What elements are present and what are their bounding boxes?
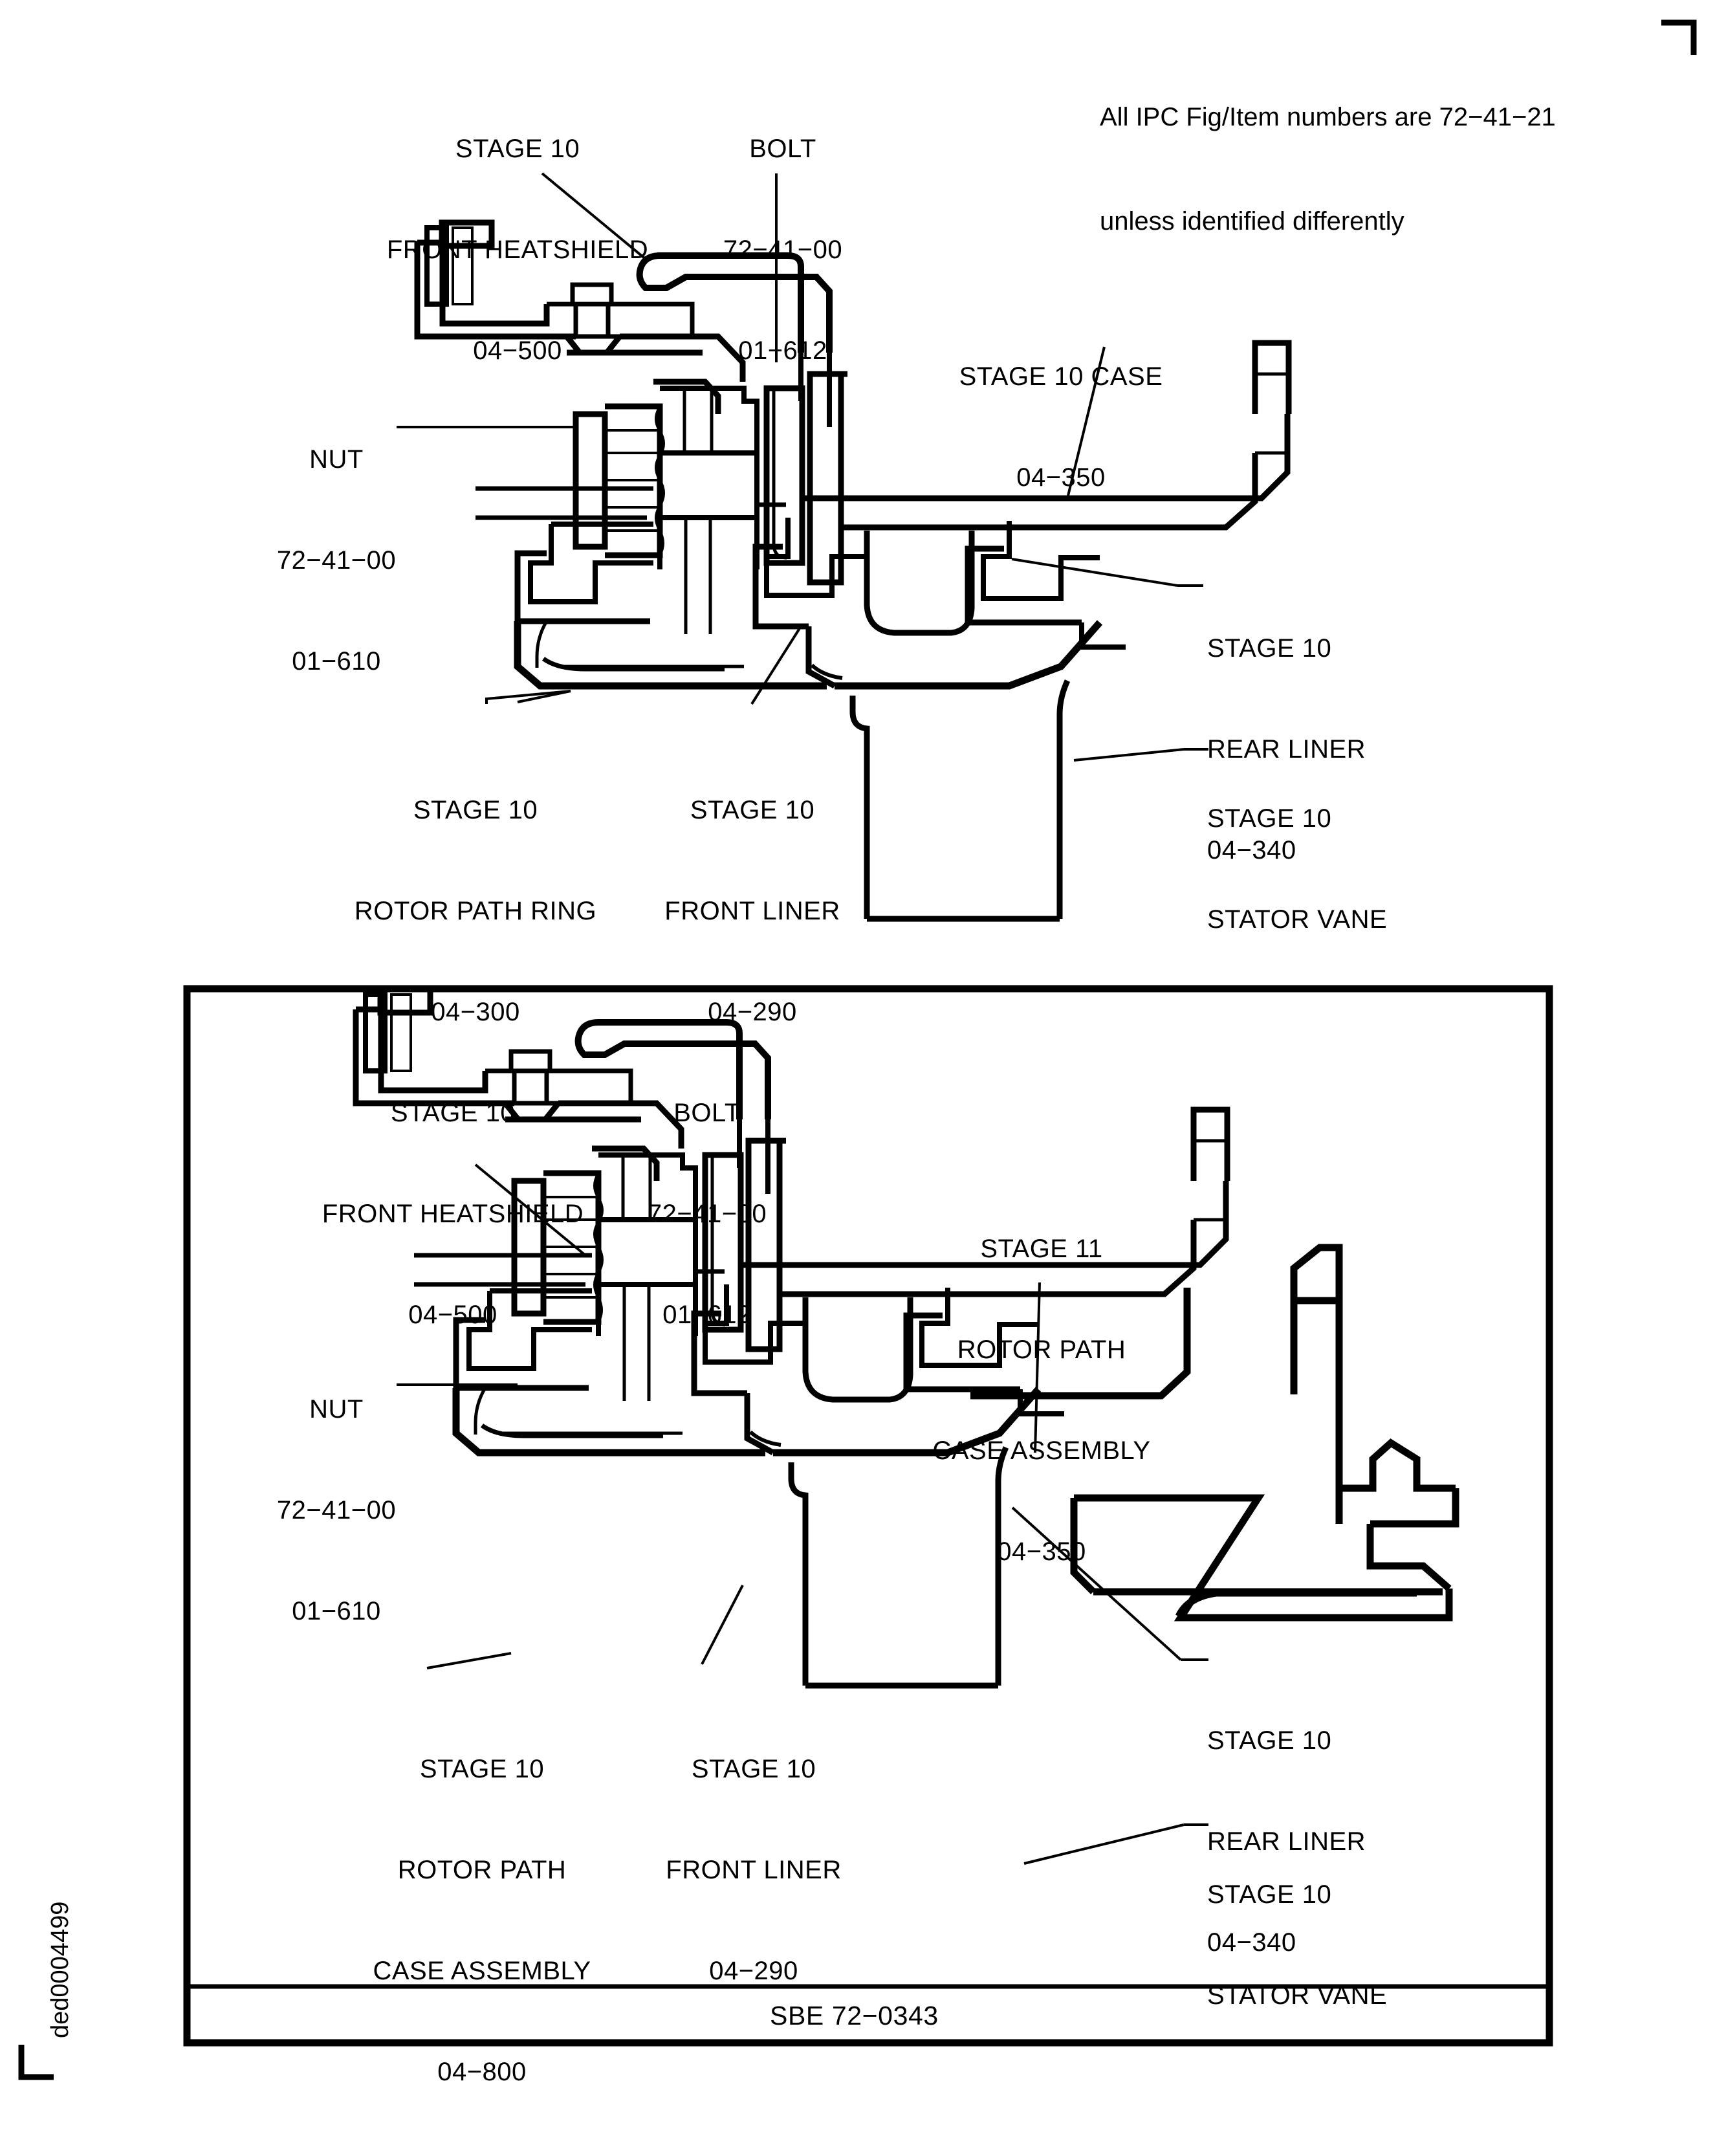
engineering-drawing-canvas bbox=[18, 19, 1697, 2080]
lower-leader-lines bbox=[397, 1163, 1185, 1865]
label-upper-front-heatshield: STAGE 10 FRONT HEATSHIELD 04−500 bbox=[387, 65, 648, 435]
lower-cross-section-artwork bbox=[356, 989, 1459, 1865]
label-line: FRONT HEATSHIELD bbox=[386, 236, 649, 264]
label-line: STAGE 10 bbox=[691, 1755, 816, 1783]
label-line: STAGE 10 bbox=[690, 796, 815, 824]
label-line: STAGE 11 bbox=[980, 1235, 1103, 1263]
label-line: 72−41−00 bbox=[647, 1200, 767, 1228]
label-line: FRONT HEATSHIELD bbox=[322, 1200, 584, 1228]
label-line: ROTOR PATH bbox=[397, 1856, 567, 1884]
label-line: 01−610 bbox=[292, 1597, 381, 1625]
label-line: ROTOR PATH bbox=[957, 1336, 1126, 1364]
label-line: STAGE 10 bbox=[455, 135, 580, 163]
label-line: 04−350 bbox=[997, 1537, 1086, 1566]
label-line: 04−290 bbox=[709, 1957, 798, 1985]
label-upper-rotor-path-ring: STAGE 10 ROTOR PATH RING 04−300 bbox=[355, 726, 596, 1096]
label-line: BOLT bbox=[749, 135, 816, 163]
label-line: 04−500 bbox=[473, 336, 562, 365]
label-lower-front-heatshield: STAGE 10 FRONT HEATSHIELD 04−500 bbox=[322, 1029, 584, 1399]
label-line: 04−800 bbox=[437, 2058, 527, 2086]
label-line: STAGE 10 bbox=[1207, 1880, 1332, 1909]
label-line: STAGE 10 bbox=[1207, 804, 1332, 833]
label-line: STAGE 10 bbox=[1207, 1726, 1332, 1755]
label-upper-rear-liner: STAGE 10 REAR LINER 04−340 bbox=[1207, 564, 1366, 934]
label-line: NUT bbox=[309, 445, 364, 474]
label-line: REAR LINER bbox=[1207, 735, 1366, 764]
stage-11-case-flange bbox=[1290, 1244, 1459, 1592]
label-lower-rear-liner: STAGE 10 REAR LINER 04−340 bbox=[1207, 1656, 1366, 2027]
figure-id: SBE 72−0343 bbox=[770, 2001, 939, 2030]
label-line: FRONT LINER bbox=[664, 897, 840, 925]
label-lower-stator-vane: STAGE 10 STATOR VANE bbox=[1207, 1810, 1387, 2080]
label-line: STAGE 10 bbox=[1207, 634, 1332, 663]
label-lower-front-liner: STAGE 10 FRONT LINER 04−290 bbox=[666, 1685, 841, 2055]
label-line: 04−350 bbox=[1016, 463, 1106, 492]
label-line: BOLT bbox=[673, 1099, 741, 1127]
upper-leader-lines bbox=[397, 172, 1185, 762]
label-line: 01−612 bbox=[738, 336, 827, 365]
margin-drawing-number: ded0004499 bbox=[47, 1901, 74, 2038]
label-line: STAGE 10 bbox=[419, 1755, 545, 1783]
label-upper-stage-10-case: STAGE 10 CASE 04−350 bbox=[959, 292, 1163, 562]
label-line: NUT bbox=[309, 1395, 364, 1424]
label-line: 72−41−00 bbox=[276, 546, 397, 575]
label-line: 04−300 bbox=[431, 998, 520, 1026]
label-line: ROTOR PATH RING bbox=[354, 897, 597, 925]
corner-crop-mark-top-right bbox=[1661, 19, 1697, 55]
label-line: 01−612 bbox=[662, 1301, 752, 1329]
label-line: STATOR VANE bbox=[1207, 1981, 1388, 2010]
drawing-sheet: All IPC Fig/Item numbers are 72−41−21 un… bbox=[18, 19, 1697, 2086]
label-line: 01−610 bbox=[292, 647, 381, 676]
label-line: 04−340 bbox=[1207, 836, 1296, 864]
label-upper-nut: NUT 72−41−00 01−610 bbox=[277, 375, 396, 745]
general-note-line-2: unless identified differently bbox=[1100, 206, 1404, 236]
label-line: 04−500 bbox=[408, 1301, 497, 1329]
label-line: FRONT LINER bbox=[666, 1856, 842, 1884]
general-note-line-1: All IPC Fig/Item numbers are 72−41−21 bbox=[1100, 103, 1556, 132]
label-upper-stator-vane: STAGE 10 STATOR VANE bbox=[1207, 734, 1387, 1004]
label-line: STAGE 10 bbox=[413, 796, 538, 824]
label-lower-bolt: BOLT 72−41−00 01−612 bbox=[648, 1029, 767, 1399]
label-lower-nut: NUT 72−41−00 01−610 bbox=[277, 1325, 396, 1695]
label-line: 04−290 bbox=[708, 998, 797, 1026]
label-lower-stage-11-rotor-path-case-assembly: STAGE 11 ROTOR PATH CASE ASSEMBLY 04−350 bbox=[932, 1165, 1150, 1636]
upper-cross-section-artwork bbox=[397, 172, 1289, 919]
label-line: STAGE 10 bbox=[390, 1099, 516, 1127]
label-lower-rotor-path-case-assembly: STAGE 10 ROTOR PATH CASE ASSEMBLY 04−800 bbox=[373, 1685, 591, 2156]
label-line: STAGE 10 CASE bbox=[959, 362, 1163, 391]
label-line: CASE ASSEMBLY bbox=[932, 1436, 1151, 1465]
stage-11-lower-rail bbox=[1070, 1494, 1453, 1622]
general-note: All IPC Fig/Item numbers are 72−41−21 un… bbox=[1100, 31, 1556, 309]
lower-diagram-frame bbox=[183, 985, 1553, 2047]
label-line: 72−41−00 bbox=[723, 236, 843, 264]
label-upper-front-liner: STAGE 10 FRONT LINER 04−290 bbox=[664, 726, 840, 1096]
label-line: CASE ASSEMBLY bbox=[373, 1957, 591, 1985]
label-line: 04−340 bbox=[1207, 1928, 1296, 1957]
label-line: STATOR VANE bbox=[1207, 905, 1388, 934]
label-upper-bolt: BOLT 72−41−00 01−612 bbox=[723, 65, 842, 435]
label-line: 72−41−00 bbox=[276, 1496, 397, 1524]
corner-crop-mark-bottom-left bbox=[18, 2045, 54, 2080]
label-line: REAR LINER bbox=[1207, 1827, 1366, 1856]
